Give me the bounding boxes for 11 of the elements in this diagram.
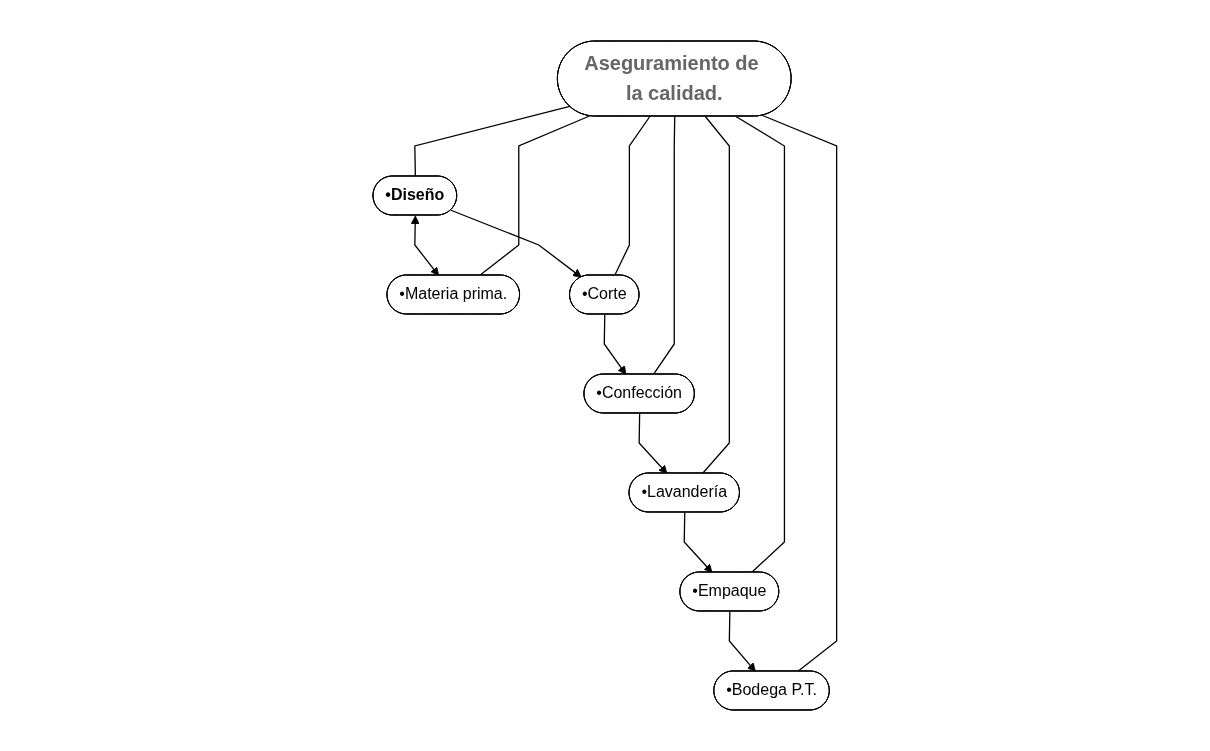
arrow	[410, 215, 440, 276]
connector	[614, 115, 651, 277]
arrow	[638, 412, 668, 474]
arrow	[450, 209, 582, 278]
connector	[653, 115, 676, 376]
arrow	[728, 610, 756, 672]
connector	[702, 115, 731, 475]
connector	[414, 105, 571, 178]
arrow	[603, 313, 627, 375]
arrow	[683, 511, 713, 573]
connector	[479, 115, 591, 277]
